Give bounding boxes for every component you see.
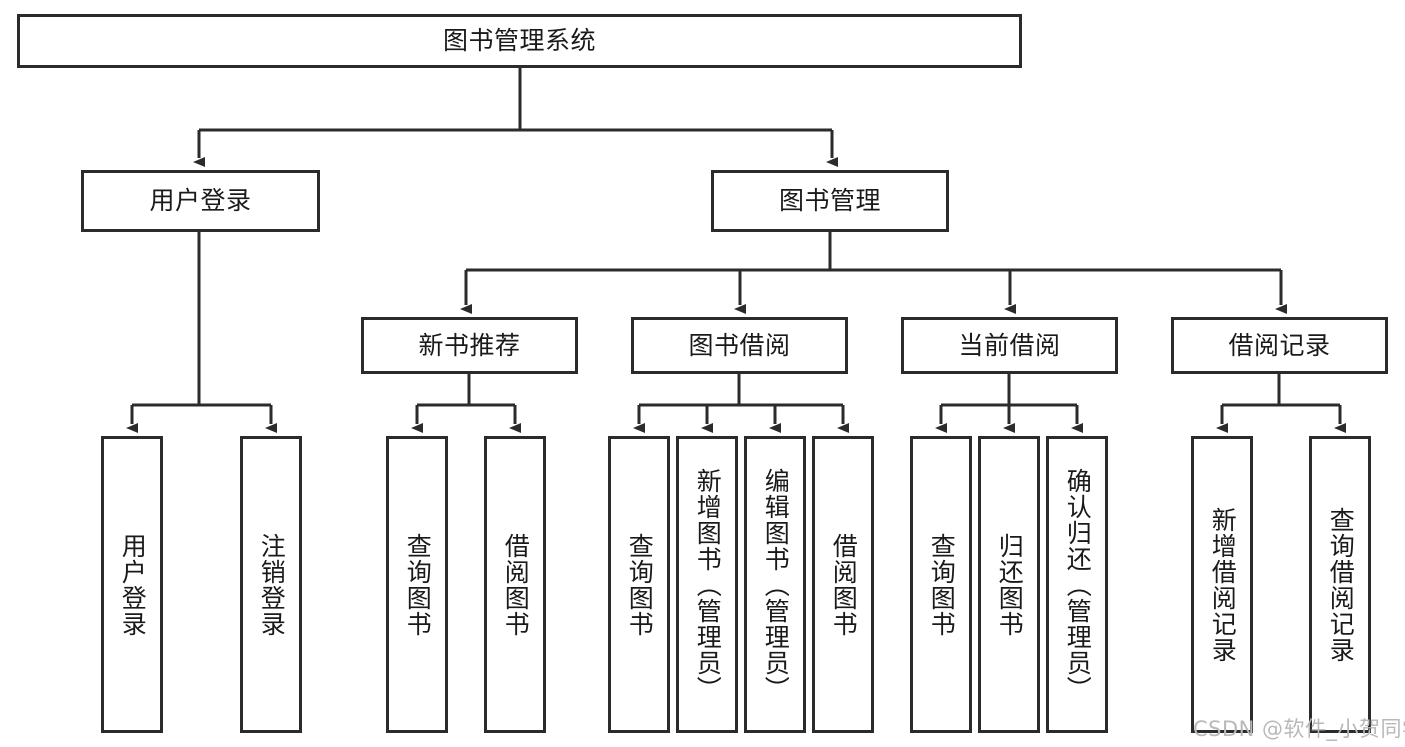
node-root-system[interactable]: 图书管理系统	[17, 14, 1022, 68]
leaf-records-add-record[interactable]: 新增借阅记录	[1191, 436, 1253, 733]
node-label: 注销登录	[257, 532, 287, 637]
node-label: 查询图书	[927, 532, 957, 637]
leaf-new-book-borrow[interactable]: 借阅图书	[484, 436, 546, 733]
leaf-user-login-signout[interactable]: 注销登录	[240, 436, 302, 733]
node-current-borrow[interactable]: 当前借阅	[901, 317, 1118, 374]
csdn-watermark: CSDN @软件_小贺同学	[1193, 717, 1405, 741]
leaf-new-book-query[interactable]: 查询图书	[386, 436, 448, 733]
leaf-user-login-signin[interactable]: 用户登录	[101, 436, 163, 733]
node-label: 新增借阅记录	[1208, 506, 1238, 663]
node-label: 用户登录	[149, 186, 252, 216]
node-user-login[interactable]: 用户登录	[81, 170, 320, 232]
leaf-current-query-book[interactable]: 查询图书	[910, 436, 972, 733]
node-label: 查询图书	[403, 532, 433, 637]
node-label: 图书管理	[778, 186, 881, 216]
leaf-current-confirm-return-admin[interactable]: 确认归还（管理员）	[1046, 436, 1108, 733]
node-label: 新增图书（管理员）	[693, 467, 723, 702]
node-label: 借阅图书	[501, 532, 531, 637]
node-label: 图书借阅	[688, 330, 791, 360]
leaf-current-return-book[interactable]: 归还图书	[978, 436, 1040, 733]
node-label: 当前借阅	[958, 330, 1061, 360]
leaf-records-query-record[interactable]: 查询借阅记录	[1309, 436, 1371, 733]
leaf-borrow-borrow-book[interactable]: 借阅图书	[812, 436, 874, 733]
node-new-book-recommend[interactable]: 新书推荐	[361, 317, 578, 374]
node-label: 编辑图书（管理员）	[761, 467, 791, 702]
node-borrow-records[interactable]: 借阅记录	[1171, 317, 1388, 374]
leaf-borrow-add-book-admin[interactable]: 新增图书（管理员）	[676, 436, 738, 733]
node-book-management[interactable]: 图书管理	[711, 170, 949, 232]
node-label: 借阅图书	[829, 532, 859, 637]
node-label: 查询图书	[625, 532, 655, 637]
node-label: 归还图书	[995, 532, 1025, 637]
node-label: 借阅记录	[1228, 330, 1331, 360]
leaf-borrow-query-book[interactable]: 查询图书	[608, 436, 670, 733]
node-label: 新书推荐	[418, 330, 521, 360]
leaf-borrow-edit-book-admin[interactable]: 编辑图书（管理员）	[744, 436, 806, 733]
node-label: 查询借阅记录	[1326, 506, 1356, 663]
node-label: 确认归还（管理员）	[1063, 467, 1093, 702]
node-label: 用户登录	[118, 532, 148, 637]
node-label: 图书管理系统	[442, 26, 596, 56]
node-book-borrow[interactable]: 图书借阅	[631, 317, 848, 374]
